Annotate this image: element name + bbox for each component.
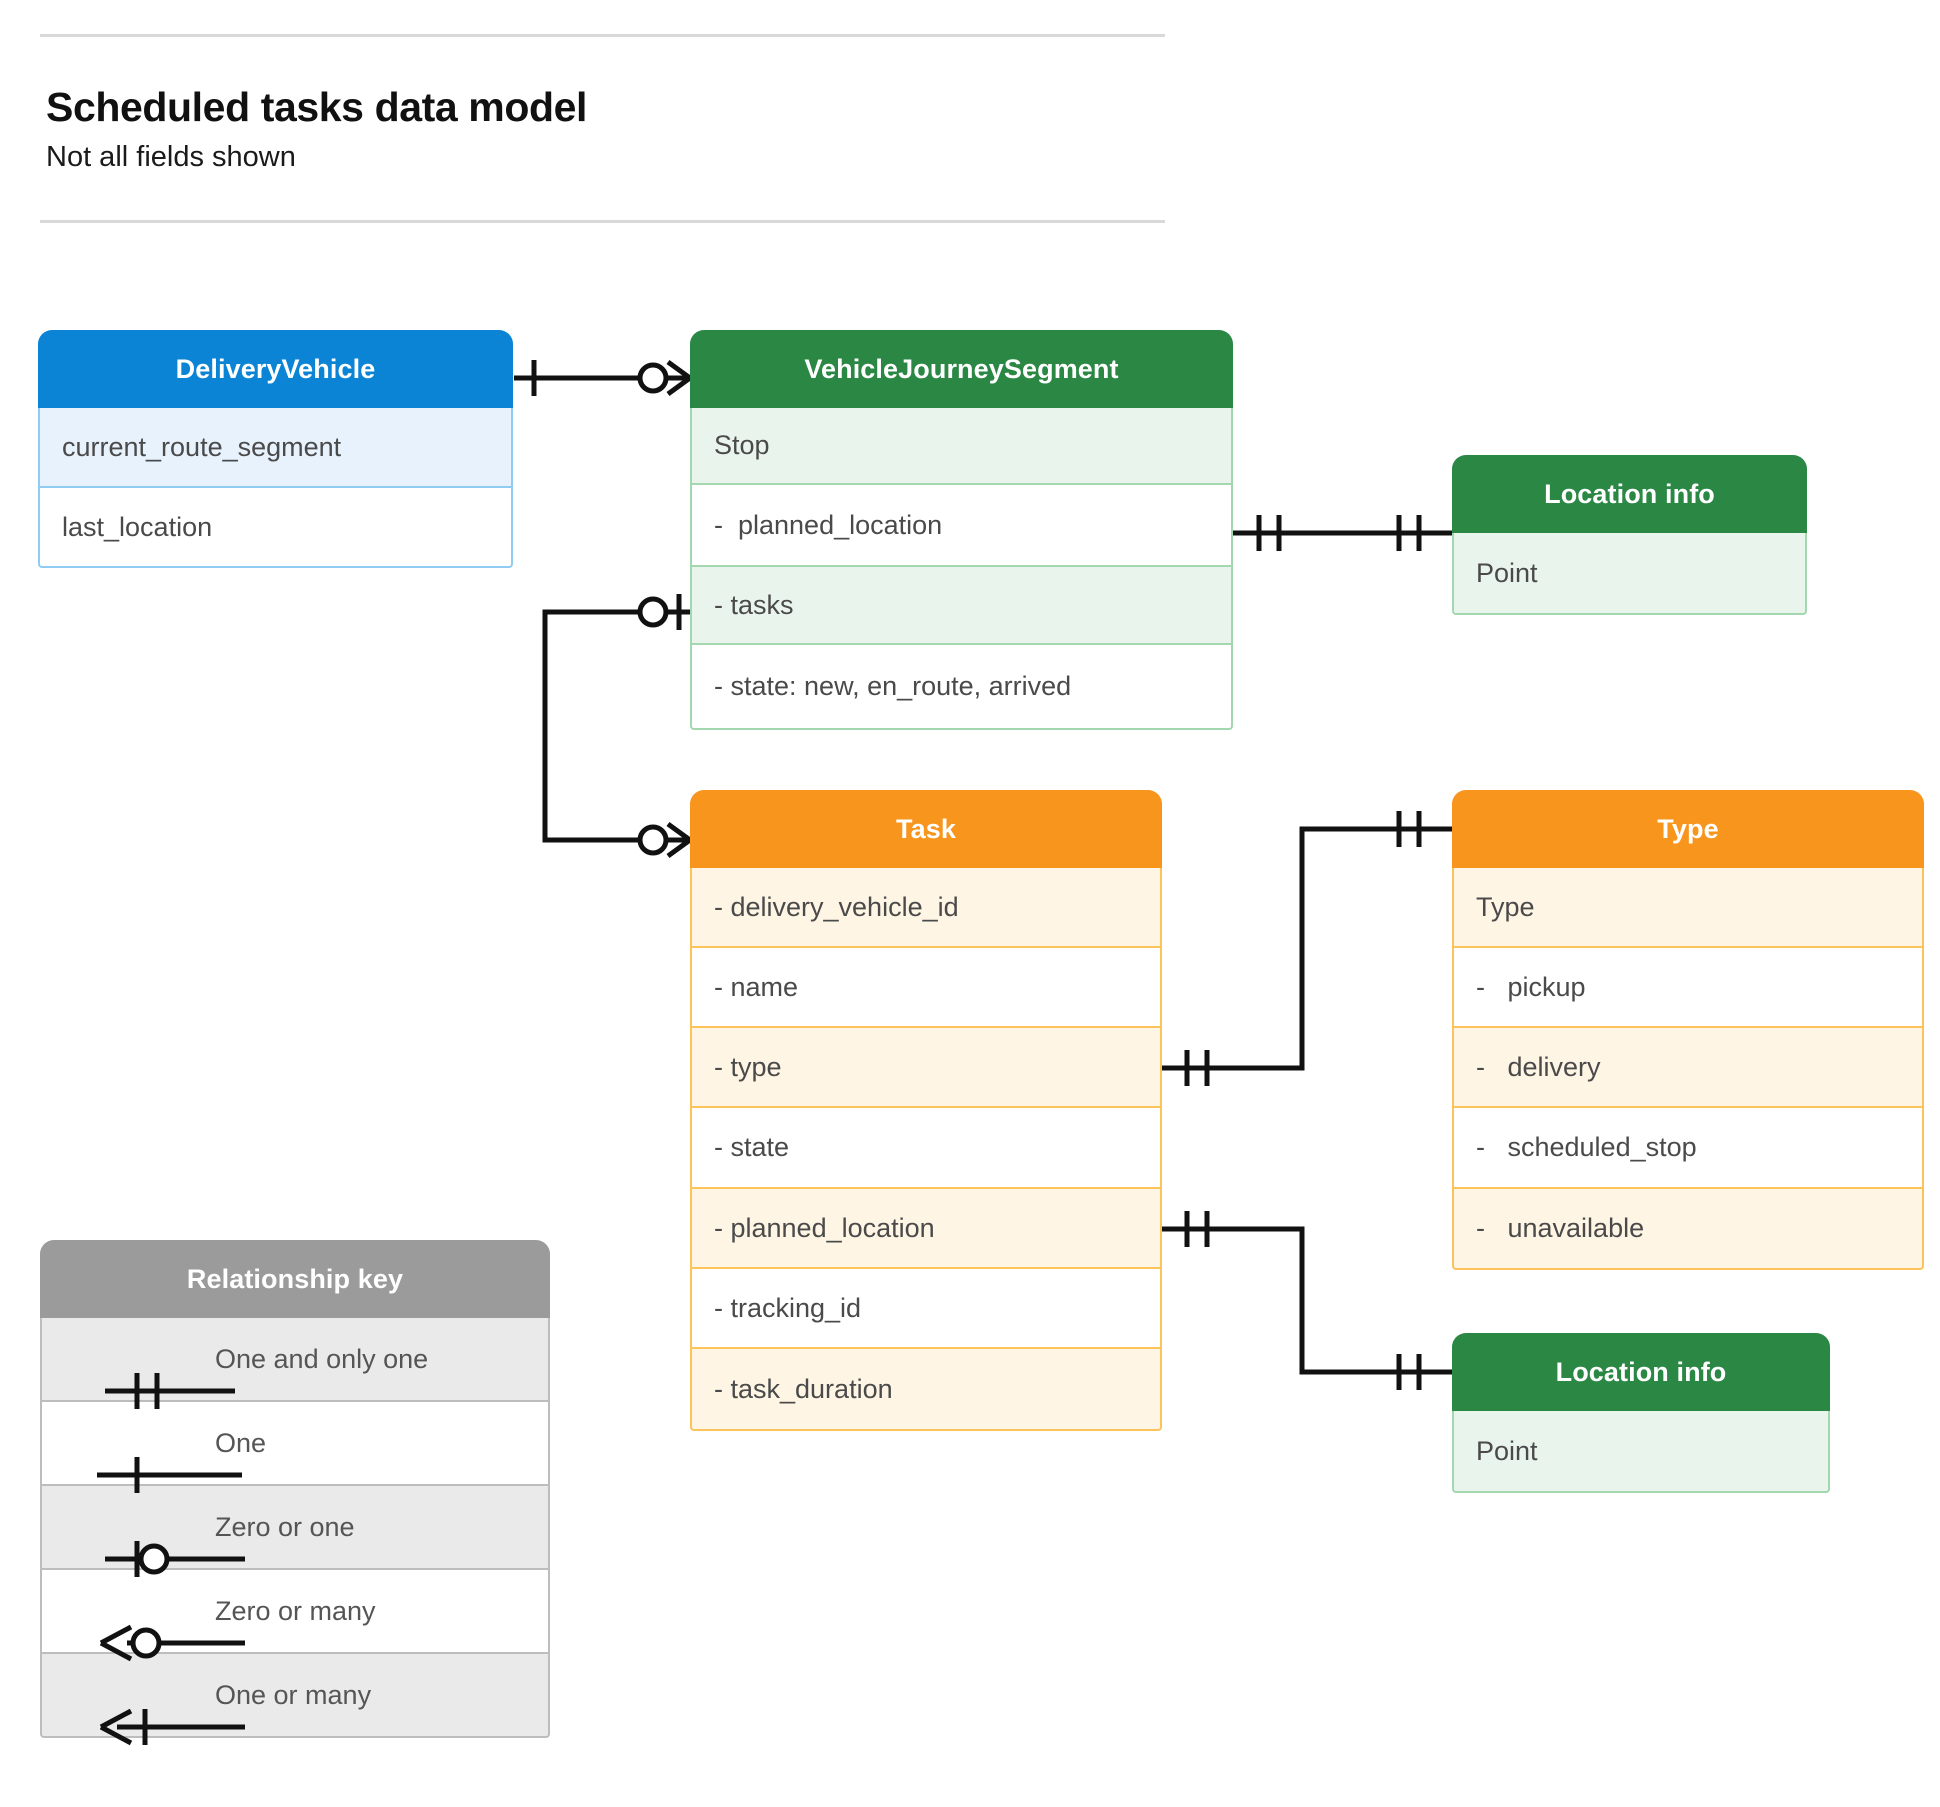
legend-item-one-or-many: One or many bbox=[40, 1654, 550, 1746]
field-current-route-segment: current_route_segment bbox=[38, 408, 513, 488]
header-top-divider bbox=[40, 34, 1165, 37]
field-delivery-vehicle-id: - delivery_vehicle_id bbox=[690, 868, 1162, 948]
header-bottom-divider bbox=[40, 219, 1165, 223]
legend-label-zero-or-one: Zero or one bbox=[215, 1511, 355, 1542]
field-type-unavailable: - unavailable bbox=[1452, 1189, 1924, 1270]
one-icon bbox=[42, 1402, 243, 1493]
entity-title-vehicle-journey-segment: VehicleJourneySegment bbox=[690, 330, 1233, 408]
one-or-many-icon bbox=[42, 1654, 246, 1746]
page-subtitle: Not all fields shown bbox=[46, 141, 296, 174]
entity-delivery-vehicle[interactable]: DeliveryVehicle current_route_segment la… bbox=[38, 330, 513, 568]
connector-task-type bbox=[1161, 826, 1452, 1071]
zero-or-one-icon bbox=[42, 1486, 246, 1577]
entity-title-location-info-top: Location info bbox=[1452, 455, 1807, 533]
field-point-top: Point bbox=[1452, 533, 1807, 615]
entity-task[interactable]: Task - delivery_vehicle_id - name - type… bbox=[690, 790, 1162, 1431]
field-planned-location-task: - planned_location bbox=[690, 1189, 1162, 1269]
field-tracking-id: - tracking_id bbox=[690, 1269, 1162, 1349]
field-state-task: - state bbox=[690, 1108, 1162, 1189]
field-task-duration: - task_duration bbox=[690, 1349, 1162, 1431]
field-tasks: - tasks bbox=[690, 567, 1233, 645]
field-name: - name bbox=[690, 948, 1162, 1028]
field-last-location: last_location bbox=[38, 488, 513, 568]
legend-item-zero-or-one: Zero or one bbox=[40, 1486, 550, 1577]
entity-location-info-top[interactable]: Location info Point bbox=[1452, 455, 1807, 615]
zero-or-many-icon bbox=[42, 1570, 246, 1662]
page-title: Scheduled tasks data model bbox=[46, 84, 587, 130]
entity-title-task: Task bbox=[690, 790, 1162, 868]
legend-item-zero-or-many: Zero or many bbox=[40, 1570, 550, 1662]
cardinality-zero-circle bbox=[637, 362, 669, 394]
connector-task-location bbox=[1161, 1226, 1452, 1375]
field-type-delivery: - delivery bbox=[1452, 1028, 1924, 1108]
one-and-only-one-icon bbox=[42, 1318, 236, 1409]
legend-item-one: One bbox=[40, 1402, 550, 1493]
field-planned-location: - planned_location bbox=[690, 485, 1233, 567]
field-type: - type bbox=[690, 1028, 1162, 1108]
legend-label-one-or-many: One or many bbox=[215, 1679, 372, 1710]
legend-label-zero-or-many: Zero or many bbox=[215, 1595, 376, 1626]
field-type-pickup: - pickup bbox=[1452, 948, 1924, 1028]
field-stop: Stop bbox=[690, 408, 1233, 485]
entity-title-location-info-bottom: Location info bbox=[1452, 1333, 1830, 1411]
legend-title: Relationship key bbox=[40, 1240, 550, 1318]
relationship-key-legend: Relationship key One and only one One bbox=[40, 1240, 550, 1746]
field-state: - state: new, en_route, arrived bbox=[690, 645, 1233, 730]
entity-type[interactable]: Type Type - pickup - delivery - schedule… bbox=[1452, 790, 1924, 1270]
document-header: Scheduled tasks data model Not all field… bbox=[40, 34, 1165, 223]
legend-label-one: One bbox=[215, 1427, 267, 1458]
cardinality-many-crowsfoot bbox=[666, 359, 692, 397]
field-type-scheduled-stop: - scheduled_stop bbox=[1452, 1108, 1924, 1189]
entity-vehicle-journey-segment[interactable]: VehicleJourneySegment Stop - planned_loc… bbox=[690, 330, 1233, 730]
connector-tasks-task bbox=[542, 609, 690, 843]
entity-title-delivery-vehicle: DeliveryVehicle bbox=[38, 330, 513, 408]
legend-item-one-and-only-one: One and only one bbox=[40, 1318, 550, 1409]
field-type-header-row: Type bbox=[1452, 868, 1924, 948]
entity-title-type: Type bbox=[1452, 790, 1924, 868]
field-point-bottom: Point bbox=[1452, 1411, 1830, 1493]
entity-location-info-bottom[interactable]: Location info Point bbox=[1452, 1333, 1830, 1493]
legend-label-one-and-only-one: One and only one bbox=[215, 1343, 429, 1374]
